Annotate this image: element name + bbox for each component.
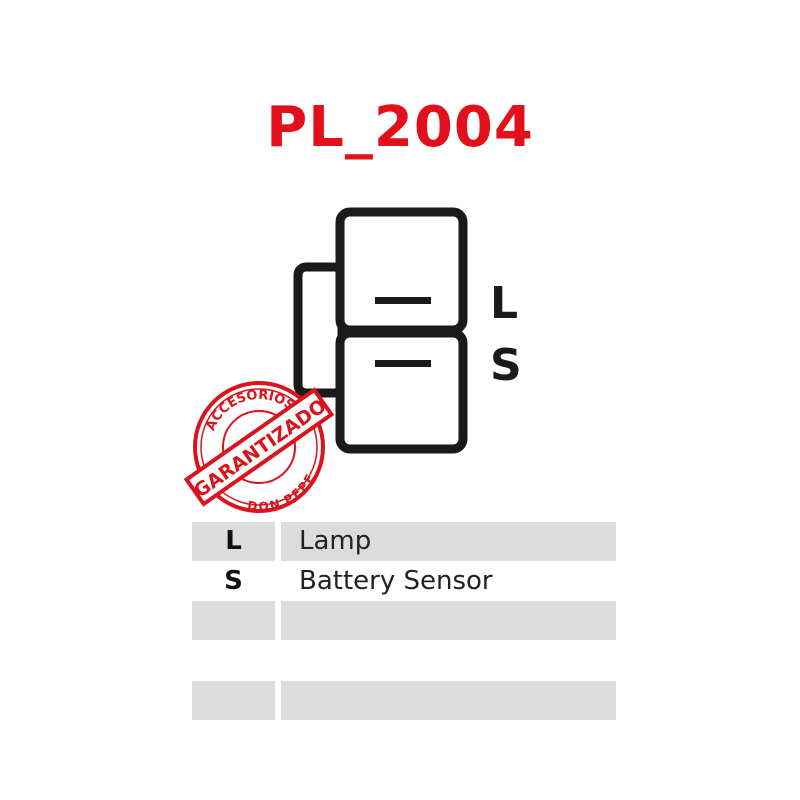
svg-text:DON PEPE: DON PEPE — [241, 469, 322, 525]
pin-label-s: S — [490, 340, 522, 391]
table-row-4-code — [192, 641, 275, 680]
pin-l-blade — [375, 297, 431, 304]
connector-side-tab — [293, 262, 347, 398]
table-row-1-code: L — [192, 522, 275, 561]
stamp-bottom-text: DON PEPE — [241, 469, 322, 525]
connector-body-lower — [335, 328, 468, 454]
table-row-2-code: S — [224, 566, 243, 596]
table-row-3-code — [192, 601, 275, 640]
guarantee-stamp: ACCESORIOS DON PEPE GARANTIZADO — [183, 377, 335, 525]
part-number-title: PL_2004 — [266, 95, 534, 160]
table-row-1-description: Lamp — [281, 522, 616, 561]
table-row-4-description — [281, 641, 616, 680]
connector-body-upper — [335, 207, 468, 335]
table-row-5-code — [192, 681, 275, 720]
table-row-3-description — [281, 601, 616, 640]
pin-s-blade — [375, 360, 431, 367]
table-row-2-description: Battery Sensor — [299, 566, 493, 596]
pin-label-l: L — [490, 278, 519, 329]
table-row-5-description — [281, 681, 616, 720]
